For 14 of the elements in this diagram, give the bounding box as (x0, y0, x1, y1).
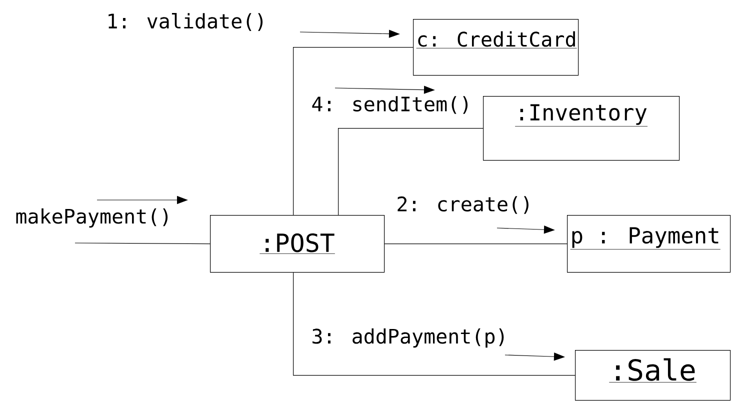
object-box: p : Payment (567, 215, 731, 273)
object-box: :Inventory (483, 96, 680, 161)
link-line (293, 47, 414, 216)
message-label: 4: sendItem() (312, 96, 468, 114)
message-label: 1: validate() (108, 13, 263, 31)
link-line (293, 272, 576, 376)
object-box: :POST (210, 215, 385, 273)
message-label: 2: create() (398, 196, 528, 214)
message-label: makePayment() (16, 208, 168, 228)
object-box: c: CreditCard (413, 19, 579, 76)
object-box: :Sale (575, 350, 731, 401)
message-label: 3: addPayment(p) (312, 328, 504, 348)
link-line (338, 128, 484, 216)
link-line (74, 242, 210, 244)
